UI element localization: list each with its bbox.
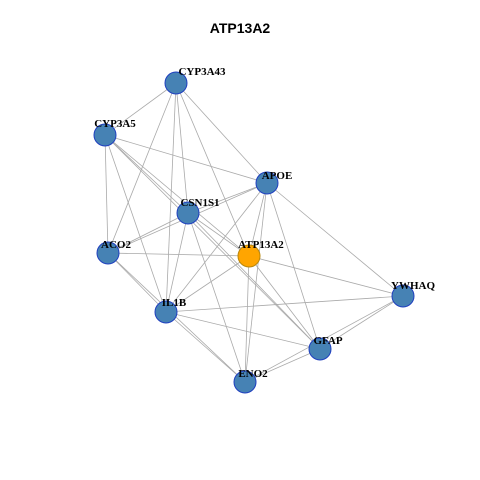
node-il1b[interactable] bbox=[154, 300, 178, 324]
edge-aco2-eno2 bbox=[107, 252, 246, 383]
edge-cyp3a43-atp13a2 bbox=[175, 82, 250, 257]
edge-cyp3a5-aco2 bbox=[104, 134, 109, 254]
edge-apoe-il1b bbox=[165, 182, 268, 313]
edge-atp13a2-eno2 bbox=[244, 255, 250, 383]
node-aco2[interactable] bbox=[96, 241, 120, 265]
edge-atp13a2-gfap bbox=[248, 255, 321, 350]
edge-atp13a2-il1b bbox=[165, 255, 250, 313]
edge-il1b-ywhaq bbox=[165, 295, 404, 313]
node-label-ywhaq: YWHAQ bbox=[391, 280, 435, 292]
edge-gfap-eno2 bbox=[244, 348, 321, 383]
node-atp13a2[interactable] bbox=[237, 244, 261, 268]
edge-cyp3a5-apoe bbox=[104, 134, 268, 184]
edge-cyp3a43-csn1s1 bbox=[175, 82, 189, 214]
edge-cyp3a43-aco2 bbox=[107, 82, 177, 254]
node-ywhaq[interactable] bbox=[391, 284, 415, 308]
node-label-aco2: ACO2 bbox=[101, 239, 131, 251]
edge-aco2-il1b bbox=[107, 252, 167, 313]
edge-csn1s1-gfap bbox=[187, 212, 321, 350]
node-cyp3a5[interactable] bbox=[93, 123, 117, 147]
edge-cyp3a5-il1b bbox=[104, 134, 167, 313]
graph-title: ATP13A2 bbox=[209, 20, 271, 36]
node-label-gfap: GFAP bbox=[313, 335, 342, 347]
edge-cyp3a43-cyp3a5 bbox=[104, 82, 177, 136]
node-label-csn1s1: CSN1S1 bbox=[180, 197, 219, 209]
node-label-il1b: IL1B bbox=[162, 297, 187, 309]
edge-apoe-ywhaq bbox=[266, 182, 404, 297]
edge-apoe-csn1s1 bbox=[187, 182, 268, 214]
node-eno2[interactable] bbox=[233, 370, 257, 394]
edge-il1b-eno2 bbox=[165, 311, 246, 383]
edge-il1b-gfap bbox=[165, 311, 321, 350]
node-csn1s1[interactable] bbox=[176, 201, 200, 225]
edge-apoe-atp13a2 bbox=[248, 182, 268, 257]
node-label-eno2: ENO2 bbox=[238, 368, 268, 380]
edge-csn1s1-aco2 bbox=[107, 212, 189, 254]
edge-cyp3a5-csn1s1 bbox=[104, 134, 189, 214]
edge-gfap-ywhaq bbox=[319, 295, 404, 350]
node-cyp3a43[interactable] bbox=[164, 71, 188, 95]
edge-cyp3a5-atp13a2 bbox=[104, 134, 250, 257]
edge-apoe-gfap bbox=[266, 182, 321, 350]
edge-cyp3a43-apoe bbox=[175, 82, 268, 184]
node-label-atp13a2: ATP13A2 bbox=[238, 239, 284, 251]
node-label-cyp3a5: CYP3A5 bbox=[94, 118, 136, 130]
edge-csn1s1-eno2 bbox=[187, 212, 246, 383]
edge-csn1s1-il1b bbox=[165, 212, 189, 313]
edge-csn1s1-atp13a2 bbox=[187, 212, 250, 257]
node-apoe[interactable] bbox=[255, 171, 279, 195]
node-label-cyp3a43: CYP3A43 bbox=[178, 66, 226, 78]
edge-cyp3a5-gfap bbox=[104, 134, 321, 350]
edge-layer bbox=[104, 82, 404, 383]
edge-aco2-atp13a2 bbox=[107, 252, 250, 257]
node-gfap[interactable] bbox=[308, 337, 332, 361]
edge-atp13a2-ywhaq bbox=[248, 255, 404, 297]
node-label-apoe: APOE bbox=[262, 170, 293, 182]
